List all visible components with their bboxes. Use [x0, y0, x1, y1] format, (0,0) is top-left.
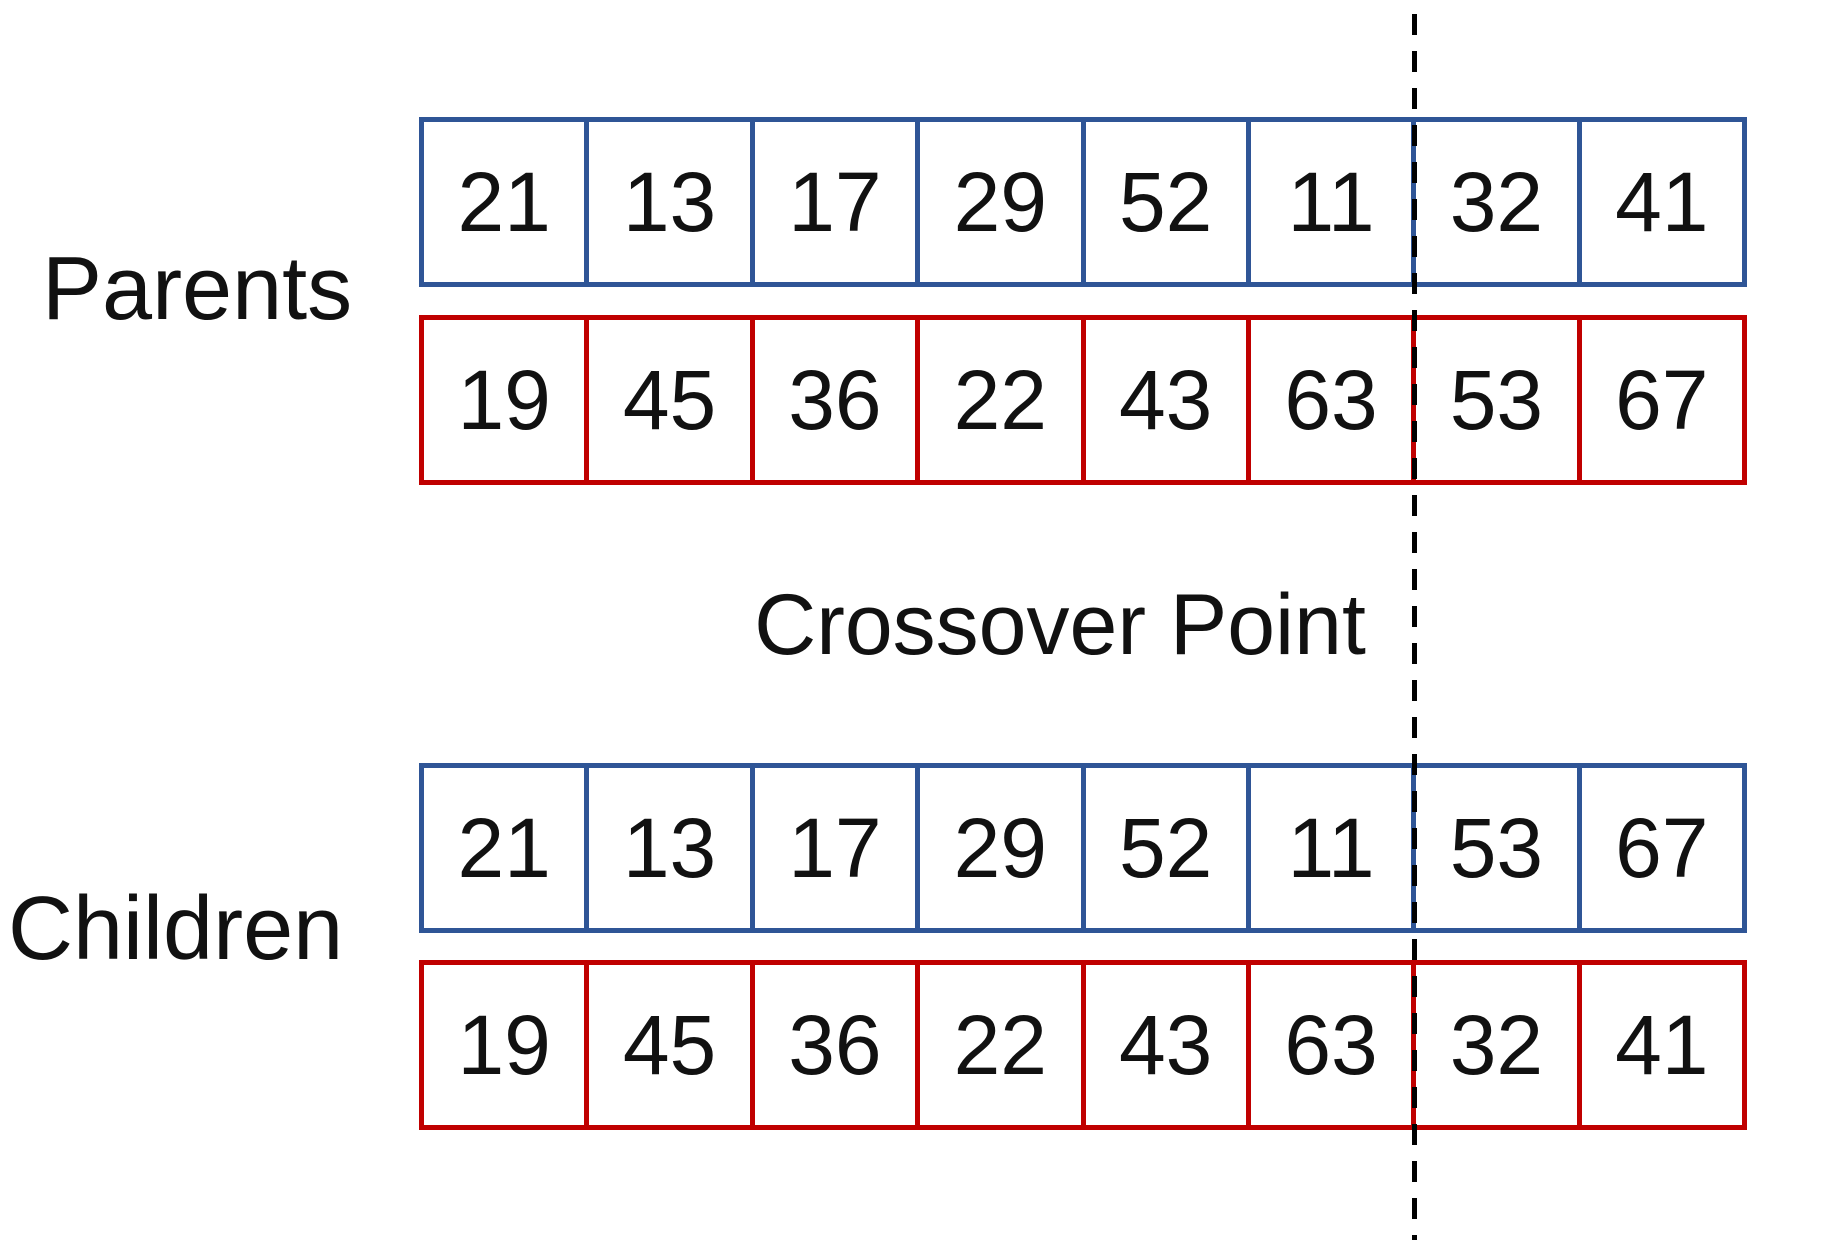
gene-cell: 67 — [1576, 768, 1742, 928]
gene-cell: 41 — [1576, 965, 1742, 1125]
parents-label: Parents — [42, 239, 353, 339]
gene-cell: 43 — [1080, 965, 1246, 1125]
gene-cell: 13 — [584, 768, 749, 928]
gene-cell: 11 — [1245, 122, 1411, 282]
gene-cell: 36 — [749, 965, 915, 1125]
gene-cell: 17 — [749, 122, 915, 282]
gene-cell: 22 — [915, 320, 1080, 480]
gene-cell: 45 — [584, 965, 749, 1125]
gene-cell: 67 — [1576, 320, 1742, 480]
gene-cell: 32 — [1411, 965, 1576, 1125]
gene-cell: 53 — [1411, 768, 1576, 928]
gene-cell: 45 — [584, 320, 749, 480]
gene-cell: 17 — [749, 768, 915, 928]
gene-cell: 19 — [457, 352, 551, 447]
gene-cell: 21 — [457, 154, 551, 249]
crossover-point-dashed-line — [1412, 14, 1417, 1240]
gene-cell: 29 — [915, 768, 1080, 928]
crossover-point-label: Crossover Point — [754, 577, 1366, 673]
gene-cell: 19 — [457, 997, 551, 1092]
gene-cell: 36 — [749, 320, 915, 480]
gene-cell: 63 — [1245, 965, 1411, 1125]
gene-cell: 22 — [915, 965, 1080, 1125]
gene-cell: 41 — [1576, 122, 1742, 282]
gene-cell: 11 — [1245, 768, 1411, 928]
gene-cell: 21 — [457, 800, 551, 895]
gene-cell: 13 — [584, 122, 749, 282]
gene-cell: 52 — [1080, 768, 1246, 928]
gene-cell: 43 — [1080, 320, 1246, 480]
gene-cell: 53 — [1411, 320, 1576, 480]
gene-cell: 63 — [1245, 320, 1411, 480]
gene-cell: 32 — [1411, 122, 1576, 282]
gene-cell: 29 — [915, 122, 1080, 282]
gene-cell: 52 — [1080, 122, 1246, 282]
children-label: Children — [8, 879, 344, 979]
